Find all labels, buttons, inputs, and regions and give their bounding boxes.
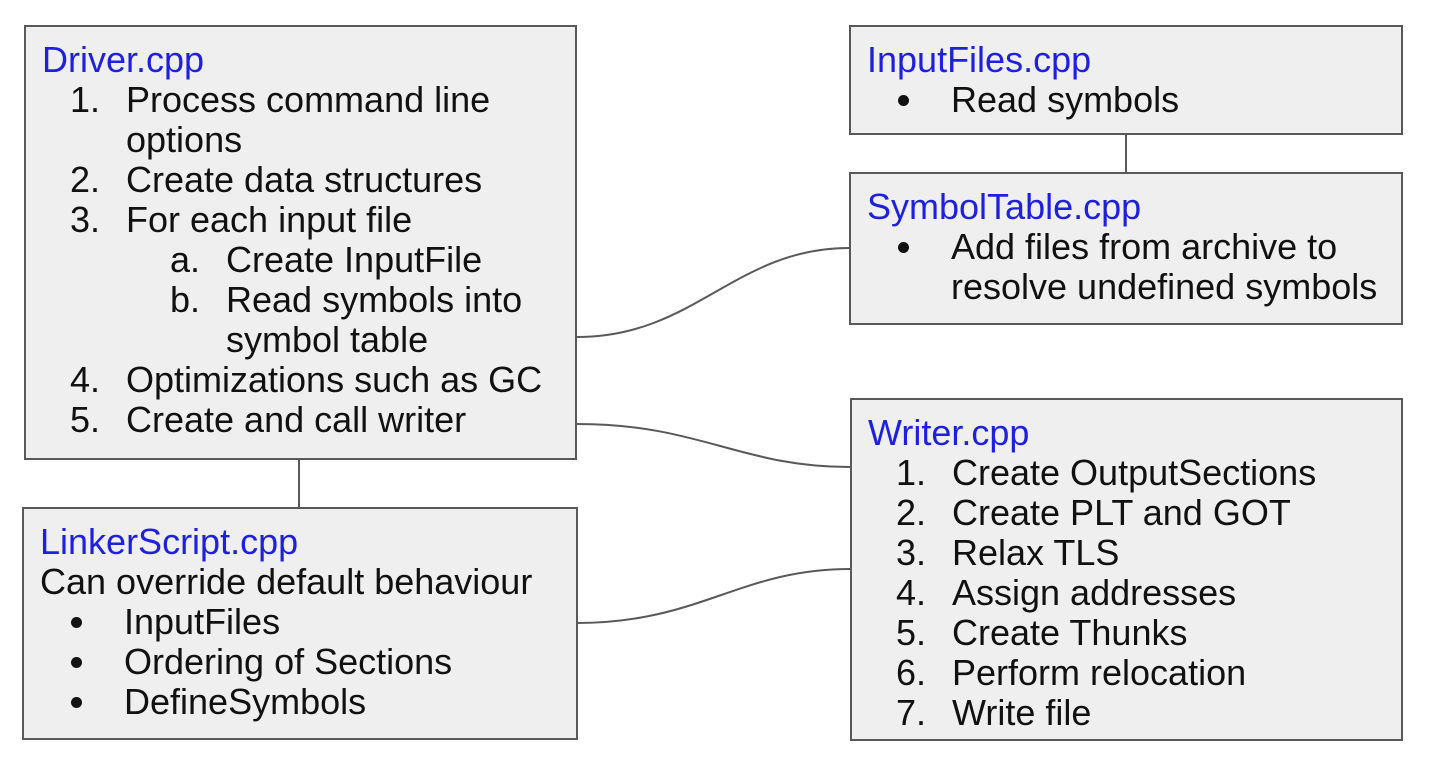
- list-item-text: Create Thunks: [952, 612, 1188, 653]
- bullet-icon: [68, 682, 124, 708]
- list-marker: 3.: [896, 532, 927, 573]
- list-item-text: Read symbols into symbol table: [226, 279, 523, 360]
- list-item-text: Write file: [952, 692, 1092, 733]
- list-item-text: Relax TLS: [952, 532, 1120, 573]
- list-item: 1. Process command line options: [42, 80, 559, 160]
- list-item: 5. Create and call writer: [42, 400, 559, 440]
- list-marker: 5.: [896, 612, 927, 653]
- list-item: a. Create InputFile: [42, 240, 559, 280]
- list-item: Ordering of Sections: [40, 642, 560, 682]
- bullet-icon: [895, 80, 951, 106]
- list-item: 2. Create data structures: [42, 160, 559, 200]
- list-item: 1. Create OutputSections: [868, 453, 1385, 493]
- list-item: Read symbols: [867, 80, 1385, 120]
- box-linkerscript-cpp: LinkerScript.cpp Can override default be…: [22, 507, 578, 740]
- box-subtitle: Can override default behaviour: [40, 561, 533, 602]
- bullet-icon: [68, 642, 124, 668]
- list-item-text: Create InputFile: [226, 239, 483, 280]
- list-item: 7. Write file: [868, 693, 1385, 733]
- box-writer-cpp: Writer.cpp 1. Create OutputSections 2. C…: [850, 398, 1403, 741]
- list-marker: 4.: [70, 359, 101, 400]
- list-item-text: Process command line options: [126, 79, 491, 160]
- box-title-writer: Writer.cpp: [868, 412, 1030, 453]
- list-item-text: DefineSymbols: [124, 681, 367, 722]
- list-marker: 1.: [70, 79, 101, 120]
- list-marker: 2.: [70, 159, 101, 200]
- box-title-linkerscript: LinkerScript.cpp: [40, 521, 299, 562]
- box-title-symboltable: SymbolTable.cpp: [867, 186, 1142, 227]
- box-title-driver: Driver.cpp: [42, 39, 205, 80]
- box-symboltable-cpp: SymbolTable.cpp Add files from archive t…: [849, 172, 1403, 325]
- list-item: 6. Perform relocation: [868, 653, 1385, 693]
- list-item: Add files from archive to resolve undefi…: [867, 227, 1385, 307]
- list-item: 2. Create PLT and GOT: [868, 493, 1385, 533]
- connector-driver-to-symboltable: [576, 247, 850, 338]
- bullet-icon: [68, 602, 124, 628]
- box-driver-cpp: Driver.cpp 1. Process command line optio…: [24, 25, 577, 460]
- connector-driver-to-writer: [576, 423, 851, 468]
- list-marker: a.: [170, 239, 201, 280]
- list-item-text: Create and call writer: [126, 399, 467, 440]
- list-item-text: Create data structures: [126, 159, 483, 200]
- list-item: DefineSymbols: [40, 682, 560, 722]
- box-title-inputfiles: InputFiles.cpp: [867, 39, 1092, 80]
- list-item-text: Optimizations such as GC: [126, 359, 543, 400]
- box-inputfiles-cpp: InputFiles.cpp Read symbols: [849, 25, 1403, 135]
- list-item: b. Read symbols into symbol table: [42, 280, 559, 360]
- list-item-text: Ordering of Sections: [124, 641, 453, 682]
- list-item: 4. Optimizations such as GC: [42, 360, 559, 400]
- list-item-text: Create OutputSections: [952, 452, 1317, 493]
- list-item: 5. Create Thunks: [868, 613, 1385, 653]
- list-item-text: Create PLT and GOT: [952, 492, 1291, 533]
- list-item: 4. Assign addresses: [868, 573, 1385, 613]
- list-marker: 6.: [896, 652, 927, 693]
- list-marker: 7.: [896, 692, 927, 733]
- list-marker: 2.: [896, 492, 927, 533]
- list-item-text: InputFiles: [124, 601, 281, 642]
- list-item-text: Perform relocation: [952, 652, 1247, 693]
- list-marker: 5.: [70, 399, 101, 440]
- list-marker: 3.: [70, 199, 101, 240]
- bullet-icon: [895, 227, 951, 253]
- connector-linkerscript-to-writer: [576, 568, 851, 624]
- list-marker: b.: [170, 279, 201, 320]
- list-item-text: Read symbols: [951, 79, 1180, 120]
- list-item-text: For each input file: [126, 199, 413, 240]
- list-item-text: Add files from archive to resolve undefi…: [951, 226, 1378, 307]
- list-marker: 4.: [896, 572, 927, 613]
- list-marker: 1.: [896, 452, 927, 493]
- list-item-text: Assign addresses: [952, 572, 1237, 613]
- list-item: 3. For each input file: [42, 200, 559, 240]
- list-item: 3. Relax TLS: [868, 533, 1385, 573]
- list-item: InputFiles: [40, 602, 560, 642]
